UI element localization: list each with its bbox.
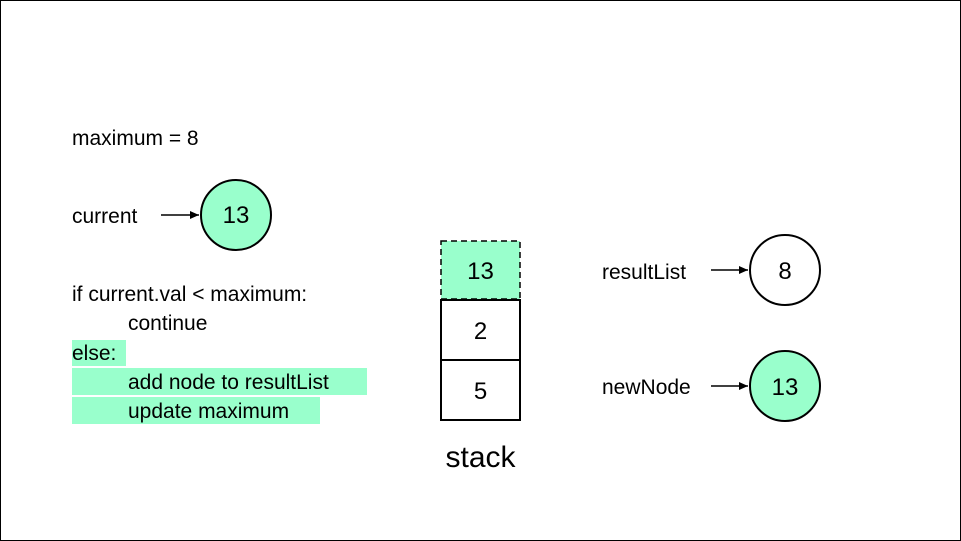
stack-cell-bottom [440, 359, 521, 421]
result-list-node-value: 8 [778, 258, 791, 285]
maximum-label: maximum = 8 [72, 127, 199, 150]
current-node [200, 179, 272, 251]
result-list-node [749, 234, 821, 306]
current-node-value: 13 [223, 202, 250, 229]
else-highlight [72, 340, 126, 366]
stack-cell-bottom-value: 5 [474, 378, 487, 405]
code-line-add-node: add node to resultList [128, 371, 329, 394]
new-node-label: newNode [602, 376, 691, 399]
code-line-update-maximum: update maximum [128, 400, 289, 423]
stack-cell-top-value: 13 [467, 258, 494, 285]
code-line-continue: continue [128, 312, 207, 335]
add-node-highlight [72, 368, 367, 395]
code-line-if: if current.val < maximum: [72, 283, 307, 306]
stack-caption: stack [445, 441, 516, 474]
stack-cell-middle [440, 299, 521, 361]
update-maximum-highlight [72, 397, 320, 424]
result-list-label: resultList [602, 261, 686, 284]
stack-cell-middle-value: 2 [474, 318, 487, 345]
stack-cell-top [440, 240, 521, 300]
new-node-value: 13 [772, 374, 799, 401]
code-line-else: else: [72, 342, 116, 365]
current-label: current [72, 205, 138, 228]
new-node-circle [749, 350, 821, 422]
